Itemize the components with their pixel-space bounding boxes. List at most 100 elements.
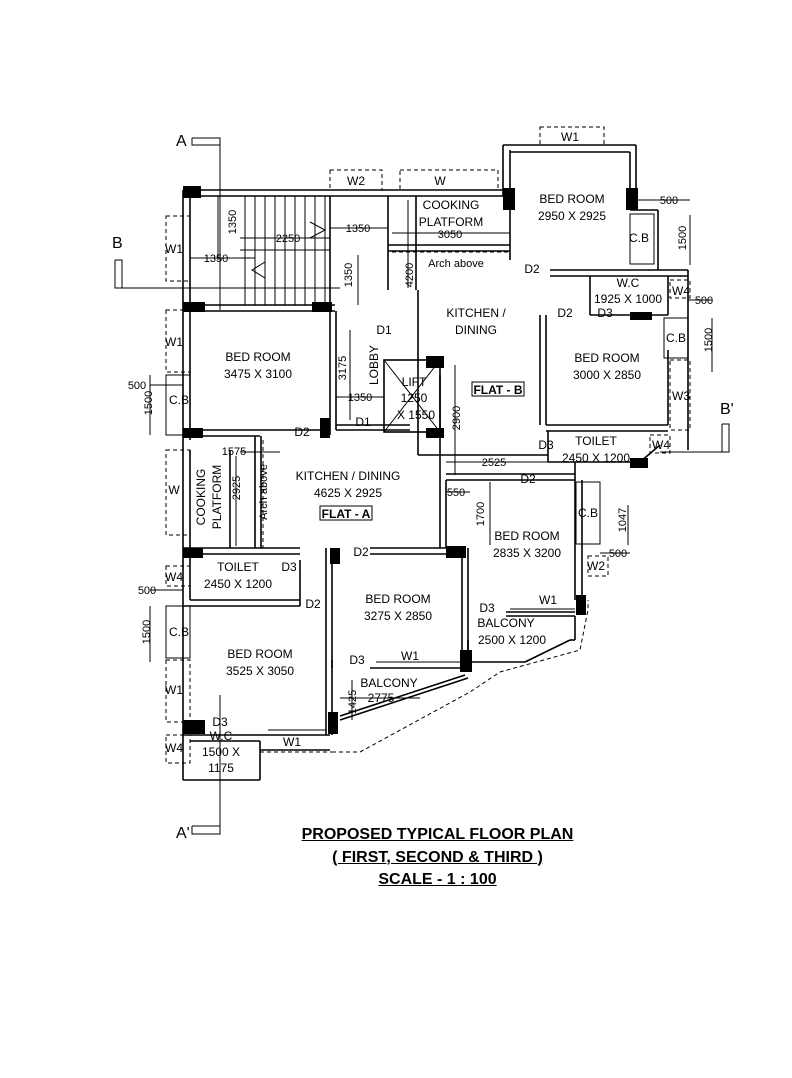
dim-2925: 2925 xyxy=(231,476,243,500)
door-d2-label: D2 xyxy=(557,306,573,320)
window-w-label: W xyxy=(168,483,180,497)
cooking-b-line1: COOKING xyxy=(423,198,480,212)
dimension-labels: 1350 1350 2250 1350 3050 1350 4200 3175 … xyxy=(128,195,715,714)
dim-2900: 2900 xyxy=(451,406,463,430)
door-d2-label: D2 xyxy=(524,262,540,276)
door-d3-label: D3 xyxy=(349,653,365,667)
door-d2-label: D2 xyxy=(353,545,369,559)
door-d3-label: D3 xyxy=(281,560,297,574)
drawing-subtitle: ( FIRST, SECOND & THIRD ) xyxy=(332,848,543,866)
cooking-a-line1: COOKING xyxy=(194,469,208,526)
section-b-prime-label: B' xyxy=(720,401,734,418)
dim-1425: 1425 xyxy=(347,690,359,714)
kitchen-a-size: 4625 X 2925 xyxy=(314,486,382,500)
dashed-projections xyxy=(165,126,691,764)
window-w1-label: W1 xyxy=(283,735,301,749)
bedroom-rm-size: 3000 X 2850 xyxy=(573,368,641,382)
window-w1-label: W1 xyxy=(165,335,183,349)
window-w1-label: W1 xyxy=(539,593,557,607)
arch-b-note: Arch above xyxy=(428,258,484,270)
wc-b-size: 1925 X 1000 xyxy=(594,292,662,306)
drawing-title-block: PROPOSED TYPICAL FLOOR PLAN ( FIRST, SEC… xyxy=(290,824,585,892)
bedroom-tl-size: 3475 X 3100 xyxy=(224,367,292,381)
window-w1-label: W1 xyxy=(561,130,579,144)
bedroom-bl-name: BED ROOM xyxy=(227,647,292,661)
dim-1500: 1500 xyxy=(677,226,689,250)
window-w4-label: W4 xyxy=(672,284,690,298)
walls xyxy=(165,144,689,781)
dim-500: 500 xyxy=(695,295,713,307)
cupboard-cb-label: C.B xyxy=(578,506,598,520)
dim-1350: 1350 xyxy=(204,253,228,265)
dim-1500: 1500 xyxy=(143,391,155,415)
bedroom-tr-name: BED ROOM xyxy=(539,192,604,206)
bedroom-tl-name: BED ROOM xyxy=(225,350,290,364)
cupboard-cb-label: C.B xyxy=(666,331,686,345)
flat-a-label: FLAT - A xyxy=(322,507,371,521)
door-d3-label: D3 xyxy=(479,601,495,615)
cooking-a-line2: PLATFORM xyxy=(210,465,224,529)
room-labels: BED ROOM 3475 X 3100 BED ROOM 3525 X 305… xyxy=(194,192,662,775)
dim-500: 500 xyxy=(609,548,627,560)
door-d2-label: D2 xyxy=(294,425,310,439)
dim-1500: 1500 xyxy=(141,620,153,644)
dim-2250: 2250 xyxy=(276,233,300,245)
bedroom-br-size: 2835 X 3200 xyxy=(493,546,561,560)
staircase xyxy=(240,196,330,305)
wc-a-size-line2: 1175 xyxy=(208,761,234,775)
toilet-b-size: 2450 X 1200 xyxy=(562,451,630,465)
window-w1-label: W1 xyxy=(165,683,183,697)
bedroom-bl-size: 3525 X 3050 xyxy=(226,664,294,678)
dim-500: 500 xyxy=(138,585,156,597)
dim-3050: 3050 xyxy=(438,229,462,241)
section-a-prime-label: A' xyxy=(176,825,190,842)
dim-1500: 1500 xyxy=(703,328,715,352)
door-d2-label: D2 xyxy=(305,597,321,611)
columns xyxy=(183,186,652,734)
dim-1047: 1047 xyxy=(617,508,629,532)
balcony-2-size: 2500 X 1200 xyxy=(478,633,546,647)
window-w2-label: W2 xyxy=(587,559,605,573)
dim-500: 500 xyxy=(660,195,678,207)
bedroom-tr-size: 2950 X 2925 xyxy=(538,209,606,223)
wc-a-size-line1: 1500 X xyxy=(202,745,240,759)
dim-1350: 1350 xyxy=(348,392,372,404)
toilet-a-size: 2450 X 1200 xyxy=(204,577,272,591)
window-w4-label: W4 xyxy=(652,438,670,452)
bedroom-rm-name: BED ROOM xyxy=(574,351,639,365)
bedroom-br-name: BED ROOM xyxy=(494,529,559,543)
kitchen-a-name: KITCHEN / DINING xyxy=(296,469,401,483)
dim-1575: 1575 xyxy=(222,446,246,458)
balcony-1-name: BALCONY xyxy=(360,676,417,690)
door-d2-label: D2 xyxy=(520,472,536,486)
cooking-b-line2: PLATFORM xyxy=(419,215,483,229)
dim-1350: 1350 xyxy=(343,263,355,287)
dim-1350: 1350 xyxy=(346,223,370,235)
window-w3-label: W3 xyxy=(672,389,690,403)
drawing-title: PROPOSED TYPICAL FLOOR PLAN xyxy=(301,826,574,843)
section-markers: A B A' B' xyxy=(112,133,734,842)
opening-labels: W1 W1 W W4 W1 W4 W2 W W1 W4 W3 W4 W2 W1 … xyxy=(165,130,690,755)
dim-2525: 2525 xyxy=(482,457,506,469)
dim-3175: 3175 xyxy=(337,356,349,380)
cupboard-cb-label: C.B xyxy=(169,625,189,639)
arch-a-note: Arch above xyxy=(258,464,270,520)
section-a-label: A xyxy=(176,133,187,150)
lift-name: LIFT xyxy=(402,375,427,389)
dimension-lines xyxy=(149,196,713,720)
flat-b-label: FLAT - B xyxy=(473,383,522,397)
window-w2-label: W2 xyxy=(347,174,365,188)
bedroom-bm-name: BED ROOM xyxy=(365,592,430,606)
bedroom-bm-size: 3275 X 2850 xyxy=(364,609,432,623)
door-d3-label: D3 xyxy=(212,715,228,729)
cupboard-cb-label: C.B xyxy=(169,393,189,407)
wc-a-name: W.C xyxy=(210,729,233,743)
dim-550: 550 xyxy=(447,487,465,499)
balcony-2-name: BALCONY xyxy=(477,616,534,630)
dim-500: 500 xyxy=(128,380,146,392)
door-d1-label: D1 xyxy=(355,415,371,429)
section-b-label: B xyxy=(112,235,123,252)
drawing-scale: SCALE - 1 : 100 xyxy=(378,871,497,888)
kitchen-b-line1: KITCHEN / xyxy=(446,306,506,320)
